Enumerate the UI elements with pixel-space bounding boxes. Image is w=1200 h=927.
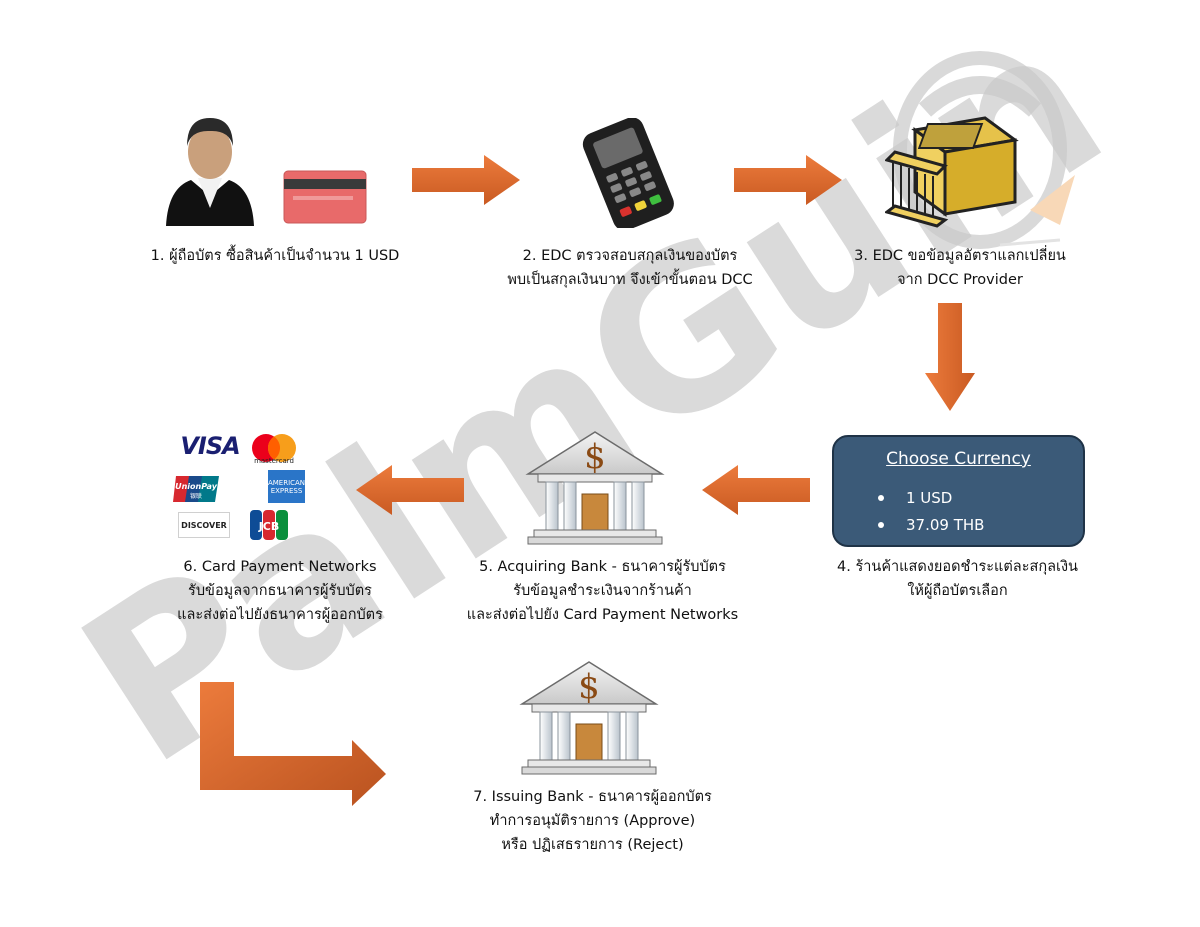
amex-logo: AMERICAN EXPRESS — [268, 470, 305, 503]
step2-line2: พบเป็นสกุลเงินบาท จึงเข้าขั้นตอน DCC — [507, 272, 753, 288]
amex-line1: AMERICAN — [267, 478, 306, 487]
step4-caption: 4. ร้านค้าแสดงยอดชำระแต่ละสกุลเงิน ให้ผู… — [815, 555, 1100, 603]
step5-line3: และส่งต่อไปยัง Card Payment Networks — [466, 607, 739, 623]
arrow-down-icon — [925, 303, 975, 411]
visa-logo: VISA — [180, 432, 240, 460]
unionpay-logo: UnionPay 银联 — [173, 476, 219, 502]
arrow-left-icon — [702, 465, 810, 515]
step3-line2: จาก DCC Provider — [897, 272, 1023, 288]
discover-label: DISCOVER — [181, 520, 227, 530]
step1-caption: 1. ผู้ถือบัตร ซื้อสินค้าเป็นจำนวน 1 USD — [130, 244, 420, 268]
jcb-logo: JCB — [250, 510, 288, 540]
arrow-right-icon — [412, 155, 520, 205]
step6-line2: รับข้อมูลจากธนาคารผู้รับบัตร — [188, 583, 372, 599]
step3-line1: 3. EDC ขอข้อมูลอัตราแลกเปลี่ยน — [854, 248, 1066, 264]
step4-line1: 4. ร้านค้าแสดงยอดชำระแต่ละสกุลเงิน — [837, 559, 1078, 575]
step3-caption: 3. EDC ขอข้อมูลอัตราแลกเปลี่ยน จาก DCC P… — [820, 244, 1100, 292]
currency-selection-box[interactable]: Choose Currency 1 USD 37.09 THB — [832, 435, 1085, 547]
step2-caption: 2. EDC ตรวจสอบสกุลเงินของบัตร พบเป็นสกุล… — [485, 244, 775, 292]
bank-icon: $ — [519, 661, 659, 775]
step7-line2: ทำการอนุมัติรายการ (Approve) — [489, 813, 696, 829]
dcc-provider-icon — [885, 116, 1019, 228]
bank-icon: $ — [525, 431, 665, 545]
step6-line3: และส่งต่อไปยังธนาคารผู้ออกบัตร — [177, 607, 383, 623]
currency-options-list: 1 USD 37.09 THB — [878, 485, 984, 539]
mastercard-logo — [252, 434, 296, 462]
step7-line3: หรือ ปฏิเสธรายการ (Reject) — [501, 837, 684, 853]
person-icon — [166, 118, 254, 226]
step5-line1: 5. Acquiring Bank - ธนาคารผู้รับบัตร — [479, 559, 726, 575]
step2-line1: 2. EDC ตรวจสอบสกุลเงินของบัตร — [522, 248, 738, 264]
currency-option-usd[interactable]: 1 USD — [878, 485, 984, 512]
step7-caption: 7. Issuing Bank - ธนาคารผู้ออกบัตร ทำการ… — [445, 785, 740, 857]
unionpay-label: UnionPay — [175, 482, 218, 491]
step6-caption: 6. Card Payment Networks รับข้อมูลจากธนา… — [135, 555, 425, 627]
step6-line1: 6. Card Payment Networks — [183, 559, 377, 575]
edc-terminal-icon — [582, 118, 674, 228]
arrow-right-icon — [734, 155, 842, 205]
arrow-left-icon — [356, 465, 464, 515]
step1-line1: 1. ผู้ถือบัตร ซื้อสินค้าเป็นจำนวน 1 USD — [150, 248, 400, 264]
svg-text:$: $ — [584, 437, 606, 477]
step5-caption: 5. Acquiring Bank - ธนาคารผู้รับบัตร รับ… — [455, 555, 750, 627]
step7-line1: 7. Issuing Bank - ธนาคารผู้ออกบัตร — [473, 789, 712, 805]
step5-line2: รับข้อมูลชำระเงินจากร้านค้า — [513, 583, 692, 599]
jcb-label: JCB — [258, 520, 280, 533]
unionpay-cn-label: 银联 — [190, 492, 202, 500]
credit-card-icon — [283, 170, 367, 224]
arrow-elbow-icon — [200, 682, 386, 806]
discover-logo: DISCOVER — [178, 512, 230, 538]
mastercard-label: mastercard — [254, 457, 294, 465]
step4-line2: ให้ผู้ถือบัตรเลือก — [907, 583, 1008, 599]
currency-option-thb[interactable]: 37.09 THB — [878, 512, 984, 539]
currency-box-title: Choose Currency — [886, 449, 1031, 469]
amex-line2: EXPRESS — [270, 486, 303, 495]
svg-text:$: $ — [578, 667, 600, 707]
